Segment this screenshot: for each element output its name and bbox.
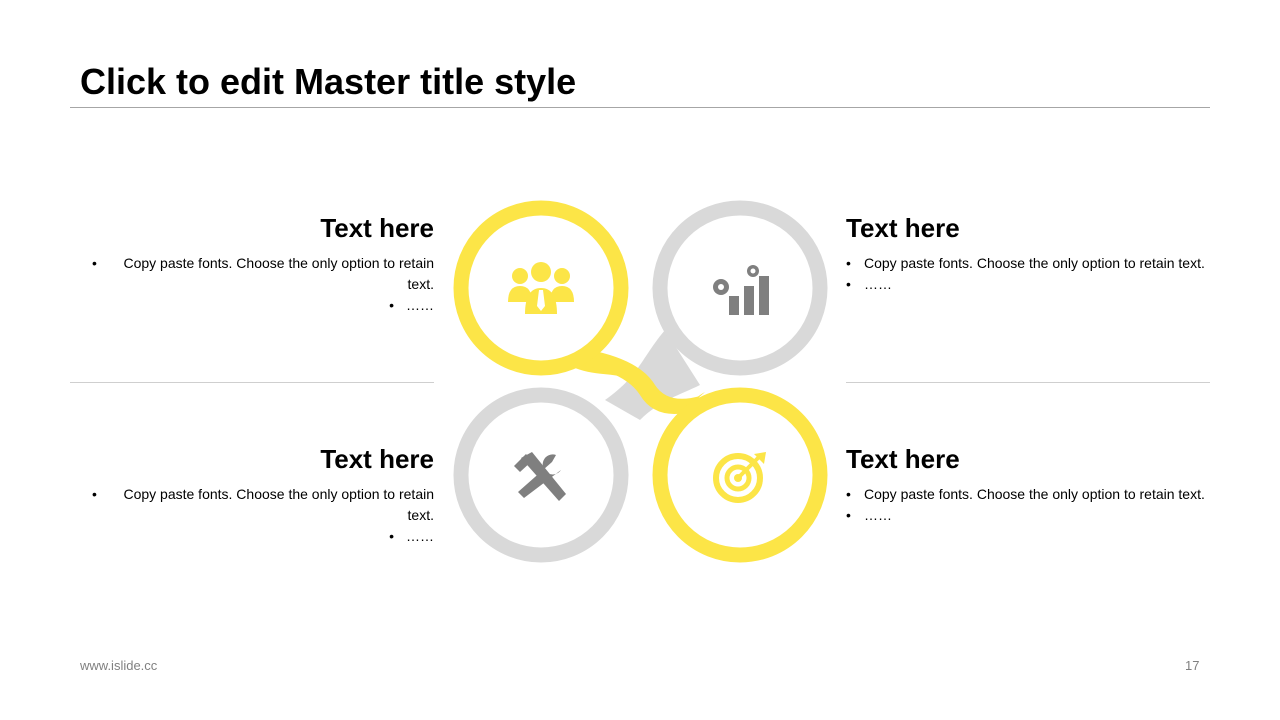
- yellow-ring-top-left: [453, 200, 629, 376]
- bullet-item: • Copy paste fonts. Choose the only optio…: [70, 484, 434, 526]
- bullet-text: ……: [406, 297, 434, 313]
- text-block-top-right[interactable]: Text here • Copy paste fonts. Choose the …: [846, 213, 1210, 295]
- bullet-item: • Copy paste fonts. Choose the only optio…: [846, 484, 1210, 505]
- page-number: 17: [1185, 658, 1200, 673]
- slide-title[interactable]: Click to edit Master title style: [80, 61, 577, 102]
- divider-right: [846, 382, 1210, 383]
- divider-left: [70, 382, 434, 383]
- block-heading: Text here: [846, 213, 960, 243]
- bullet-text: ……: [406, 528, 434, 544]
- bullet-list: • Copy paste fonts. Choose the only optio…: [846, 253, 1210, 295]
- text-block-bottom-left[interactable]: Text here • Copy paste fonts. Choose the …: [70, 444, 434, 547]
- footer-url[interactable]: www.islide.cc: [80, 658, 158, 673]
- bullet-dot: •: [846, 507, 851, 523]
- bullet-text: Copy paste fonts. Choose the only option…: [123, 486, 434, 523]
- bullet-dot: •: [846, 255, 851, 271]
- bullet-list: • Copy paste fonts. Choose the only optio…: [70, 253, 434, 316]
- bullet-item: • Copy paste fonts. Choose the only optio…: [846, 253, 1210, 274]
- text-block-top-left[interactable]: Text here • Copy paste fonts. Choose the …: [70, 213, 434, 316]
- bullet-text: ……: [864, 507, 892, 523]
- yellow-ring-bottom-right: [652, 387, 828, 563]
- bullet-dot: •: [846, 486, 851, 502]
- bullet-text: ……: [864, 276, 892, 292]
- bullet-dot: •: [92, 255, 97, 271]
- bullet-item: • Copy paste fonts. Choose the only optio…: [70, 253, 434, 295]
- block-heading: Text here: [846, 444, 960, 474]
- bullet-text: Copy paste fonts. Choose the only option…: [864, 255, 1205, 271]
- bullet-list: • Copy paste fonts. Choose the only optio…: [70, 484, 434, 547]
- bullet-item: • ……: [70, 526, 434, 547]
- yellow-connector-fill: [580, 350, 700, 414]
- gray-connector: [605, 330, 700, 420]
- text-block-bottom-right[interactable]: Text here • Copy paste fonts. Choose the …: [846, 444, 1210, 526]
- title-underline: [70, 107, 1210, 108]
- bullet-list: • Copy paste fonts. Choose the only optio…: [846, 484, 1210, 526]
- bullet-dot: •: [846, 276, 851, 292]
- bullet-dot: •: [92, 486, 97, 502]
- target-icon: [713, 452, 766, 503]
- tools-icon: [514, 452, 566, 501]
- bullet-text: Copy paste fonts. Choose the only option…: [864, 486, 1205, 502]
- team-icon: [508, 262, 574, 314]
- four-ring-diagram: [453, 200, 828, 563]
- bullet-item: • ……: [846, 274, 1210, 295]
- bullet-text: Copy paste fonts. Choose the only option…: [123, 255, 434, 292]
- growth-gears-icon: [713, 265, 769, 315]
- gray-ring-top-right: [652, 200, 828, 376]
- bullet-dot: •: [389, 528, 394, 544]
- bullet-item: • ……: [846, 505, 1210, 526]
- bullet-item: • ……: [70, 295, 434, 316]
- gray-ring-bottom-left: [453, 387, 629, 563]
- block-heading: Text here: [320, 444, 434, 474]
- block-heading: Text here: [320, 213, 434, 243]
- bullet-dot: •: [389, 297, 394, 313]
